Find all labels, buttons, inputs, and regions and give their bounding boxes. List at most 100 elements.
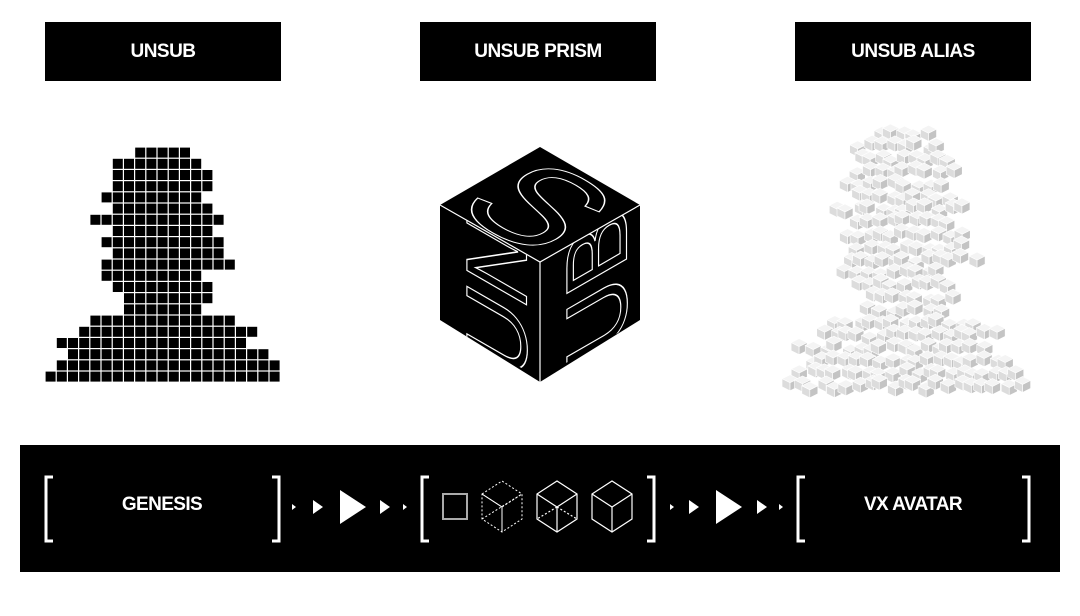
pixel-cell [247,360,258,371]
pixel-cell [146,147,157,158]
pixel-cell [135,203,146,214]
pixel-cell [135,147,146,158]
pixel-cell [213,326,224,337]
pixel-cell [180,338,190,348]
pixel-cell [146,192,157,203]
pixel-cell [269,360,280,371]
pixel-cell [124,304,134,315]
pixel-cell [146,248,157,259]
pipeline-bar [20,445,1060,572]
pixel-cell [202,349,213,360]
pixel-cell [191,158,202,169]
voxel-cube [851,376,870,394]
pixel-cell [157,315,168,326]
pixel-cell [135,158,146,169]
pixel-cell [112,237,123,248]
pixel-cell [101,360,112,371]
voxel-cube [871,212,889,230]
pixel-cell [135,326,146,337]
pixel-cell [124,226,134,236]
partial-dashed-cube-icon [536,480,578,533]
pixel-cell [180,170,190,180]
pixel-cell [258,349,269,360]
pixel-cell [202,371,213,382]
pixel-cell [101,192,112,203]
pixel-cell [135,282,146,292]
dashed-cube-icon [481,480,523,533]
pixel-cell [168,147,179,158]
pixel-cell [101,270,112,281]
pixel-cell [146,214,157,225]
pixel-cell [135,214,146,225]
voxel-cube [927,311,945,329]
pixel-cell [135,338,146,348]
pixel-cell [146,282,157,292]
voxel-cube [927,137,945,155]
pixel-cell [68,338,78,348]
pixel-cell [180,226,190,236]
pixel-cell [191,371,202,382]
pixel-cell [79,349,90,360]
pixel-cell [213,371,224,382]
pixel-cell [124,192,134,203]
pixel-cell [157,371,168,382]
pixel-cell [213,338,224,348]
pixel-cell [101,338,112,348]
pixel-cell [168,304,179,315]
voxel-silhouette [781,123,1032,399]
pixel-cell [202,293,213,304]
voxel-cube [926,373,944,391]
pixel-cell [224,349,235,360]
arrow-icon [779,504,783,510]
pixel-cell [124,237,134,248]
pixel-cell [191,315,202,326]
pixel-cell [146,237,157,248]
pixel-cell [213,237,224,248]
voxel-cube [915,227,933,245]
voxel-cube [915,197,934,215]
pixel-cell [191,203,202,214]
voxel-cube [825,335,843,353]
voxel-cube [988,324,1006,341]
pixel-cell [191,326,202,337]
voxel-cube [869,338,888,356]
arrow-icon [689,500,699,514]
pixel-cell [157,170,168,180]
voxel-cube [983,378,1002,395]
pixel-cell [124,360,134,371]
pixel-cell [213,214,224,225]
pixel-cell [56,360,67,371]
pixel-cell [236,338,246,348]
pixel-cell [236,360,246,371]
pixel-cell [101,214,112,225]
voxel-cube [944,288,962,306]
vx-avatar-label: VX AVATAR [863,494,963,515]
pixel-cell [146,203,157,214]
pixel-cell [135,170,146,180]
voxel-cube [858,212,876,230]
pixel-cell [168,360,179,371]
bracket-left-icon [796,475,805,543]
pixel-cell [79,338,90,348]
pixel-cell [180,349,190,360]
pixel-cell [202,259,213,270]
pixel-cell [146,226,157,236]
pixel-cell [224,259,235,270]
pixel-cell [135,226,146,236]
pixel-cell [135,237,146,248]
pixel-cell [213,315,224,326]
pixel-cell [146,360,157,371]
pixel-cell [180,293,190,304]
pixel-cell [157,158,168,169]
pixel-cell [90,338,101,348]
pixel-cell [146,349,157,360]
square-icon [442,493,468,520]
pixel-cell [146,293,157,304]
pixel-cell [146,338,157,348]
pixel-cell [191,360,202,371]
pixel-cell [124,349,134,360]
pixel-cell [168,282,179,292]
pixel-cell [146,158,157,169]
voxel-cube [937,215,956,233]
pixel-cell [68,371,78,382]
